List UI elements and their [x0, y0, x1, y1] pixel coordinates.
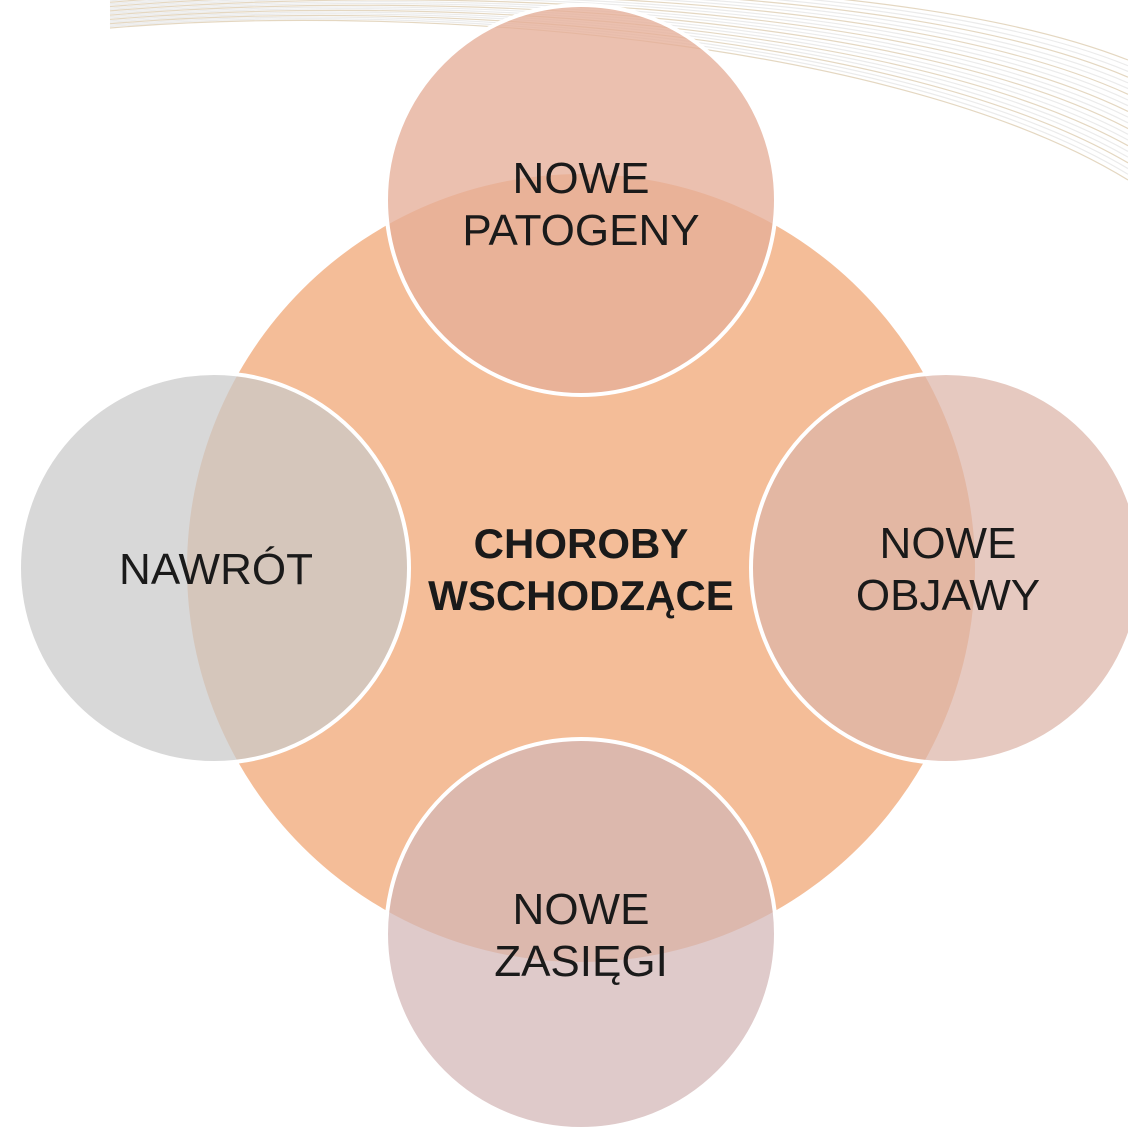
swoosh-line — [842, 0, 1128, 61]
swoosh-line — [109, 1, 1128, 118]
swoosh-line — [109, 0, 1128, 107]
center-circle — [187, 174, 975, 962]
swoosh-line — [109, 0, 1128, 112]
swoosh-line — [109, 0, 1128, 95]
satellite-circle-right — [749, 371, 1128, 765]
swoosh-line — [109, 0, 1128, 72]
swoosh-line — [110, 0, 1128, 67]
satellite-circle-top — [384, 3, 778, 397]
satellite-circle-left — [17, 371, 411, 765]
swoosh-line — [109, 0, 1128, 84]
swoosh-line — [109, 2, 1128, 124]
swoosh-line — [109, 0, 1128, 101]
swoosh-line — [109, 0, 1128, 78]
swoosh-line — [109, 0, 1128, 90]
satellite-circle-bottom — [384, 737, 778, 1131]
